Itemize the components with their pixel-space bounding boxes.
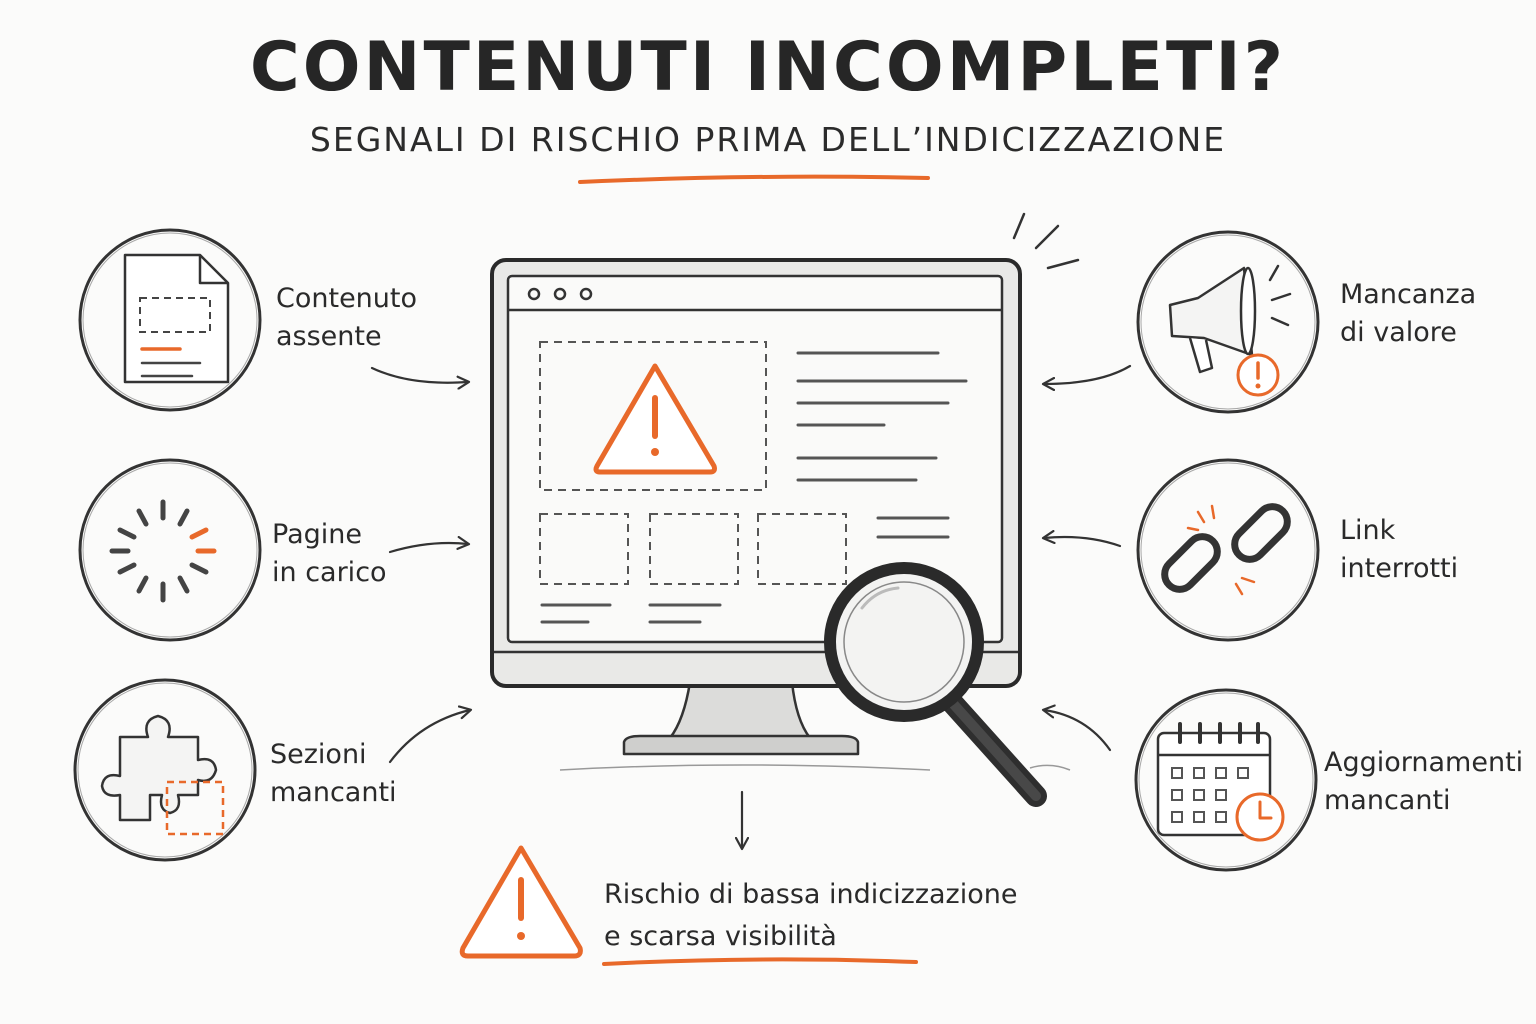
page-title: CONTENUTI INCOMPLETI? — [249, 28, 1287, 107]
label-line: Aggiornamenti — [1324, 747, 1524, 778]
label-line: interrotti — [1340, 553, 1459, 584]
signal-circle-contenuto — [78, 228, 262, 412]
label-line: Sezioni — [270, 739, 367, 770]
label-aggiornamenti-mancanti: Aggiornamenti mancanti — [1324, 744, 1523, 820]
calendar-clock-icon — [1156, 722, 1285, 842]
megaphone-icon — [1168, 264, 1292, 397]
document-icon — [123, 253, 230, 384]
magnifying-glass-icon — [824, 562, 1071, 807]
label-line: assente — [276, 321, 382, 352]
label-line: mancanti — [270, 777, 397, 808]
label-sezioni-mancanti: Sezioni mancanti — [270, 736, 397, 812]
page-subtitle: SEGNALI DI RISCHIO PRIMA DELL’INDICIZZAZ… — [309, 120, 1227, 159]
signal-circle-pagine — [78, 458, 262, 642]
footer-line: Rischio di bassa indicizzazione — [604, 879, 1018, 910]
subtitle-underline — [578, 174, 930, 184]
label-line: in carico — [272, 557, 387, 588]
signal-circle-mancanza — [1136, 230, 1320, 414]
label-link-interrotti: Link interrotti — [1340, 512, 1458, 588]
label-contenuto-assente: Contenuto assente — [276, 280, 417, 356]
footer-underline — [602, 957, 918, 966]
signal-circle-sezioni — [73, 678, 257, 862]
label-line: di valore — [1340, 317, 1457, 348]
broken-link-icon — [1161, 503, 1291, 596]
footer-warning-icon — [459, 845, 583, 959]
footer-line: e scarsa visibilità — [604, 921, 837, 952]
signal-circle-aggiornamenti — [1134, 688, 1318, 872]
warning-icon — [593, 363, 717, 475]
label-line: Mancanza — [1340, 279, 1477, 310]
loading-spinner-icon — [109, 499, 217, 603]
connector-arrows — [370, 364, 1132, 848]
label-line: mancanti — [1324, 785, 1451, 816]
monitor-icon — [490, 212, 1080, 771]
signal-circle-link — [1136, 458, 1320, 642]
label-pagine-in-carico: Pagine in carico — [272, 516, 387, 592]
label-line: Link — [1340, 515, 1396, 546]
label-mancanza-di-valore: Mancanza di valore — [1340, 276, 1476, 352]
puzzle-piece-icon — [100, 714, 225, 836]
label-line: Contenuto — [276, 283, 418, 314]
footer-risk-text: Rischio di bassa indicizzazione e scarsa… — [604, 874, 1017, 958]
label-line: Pagine — [272, 519, 362, 550]
